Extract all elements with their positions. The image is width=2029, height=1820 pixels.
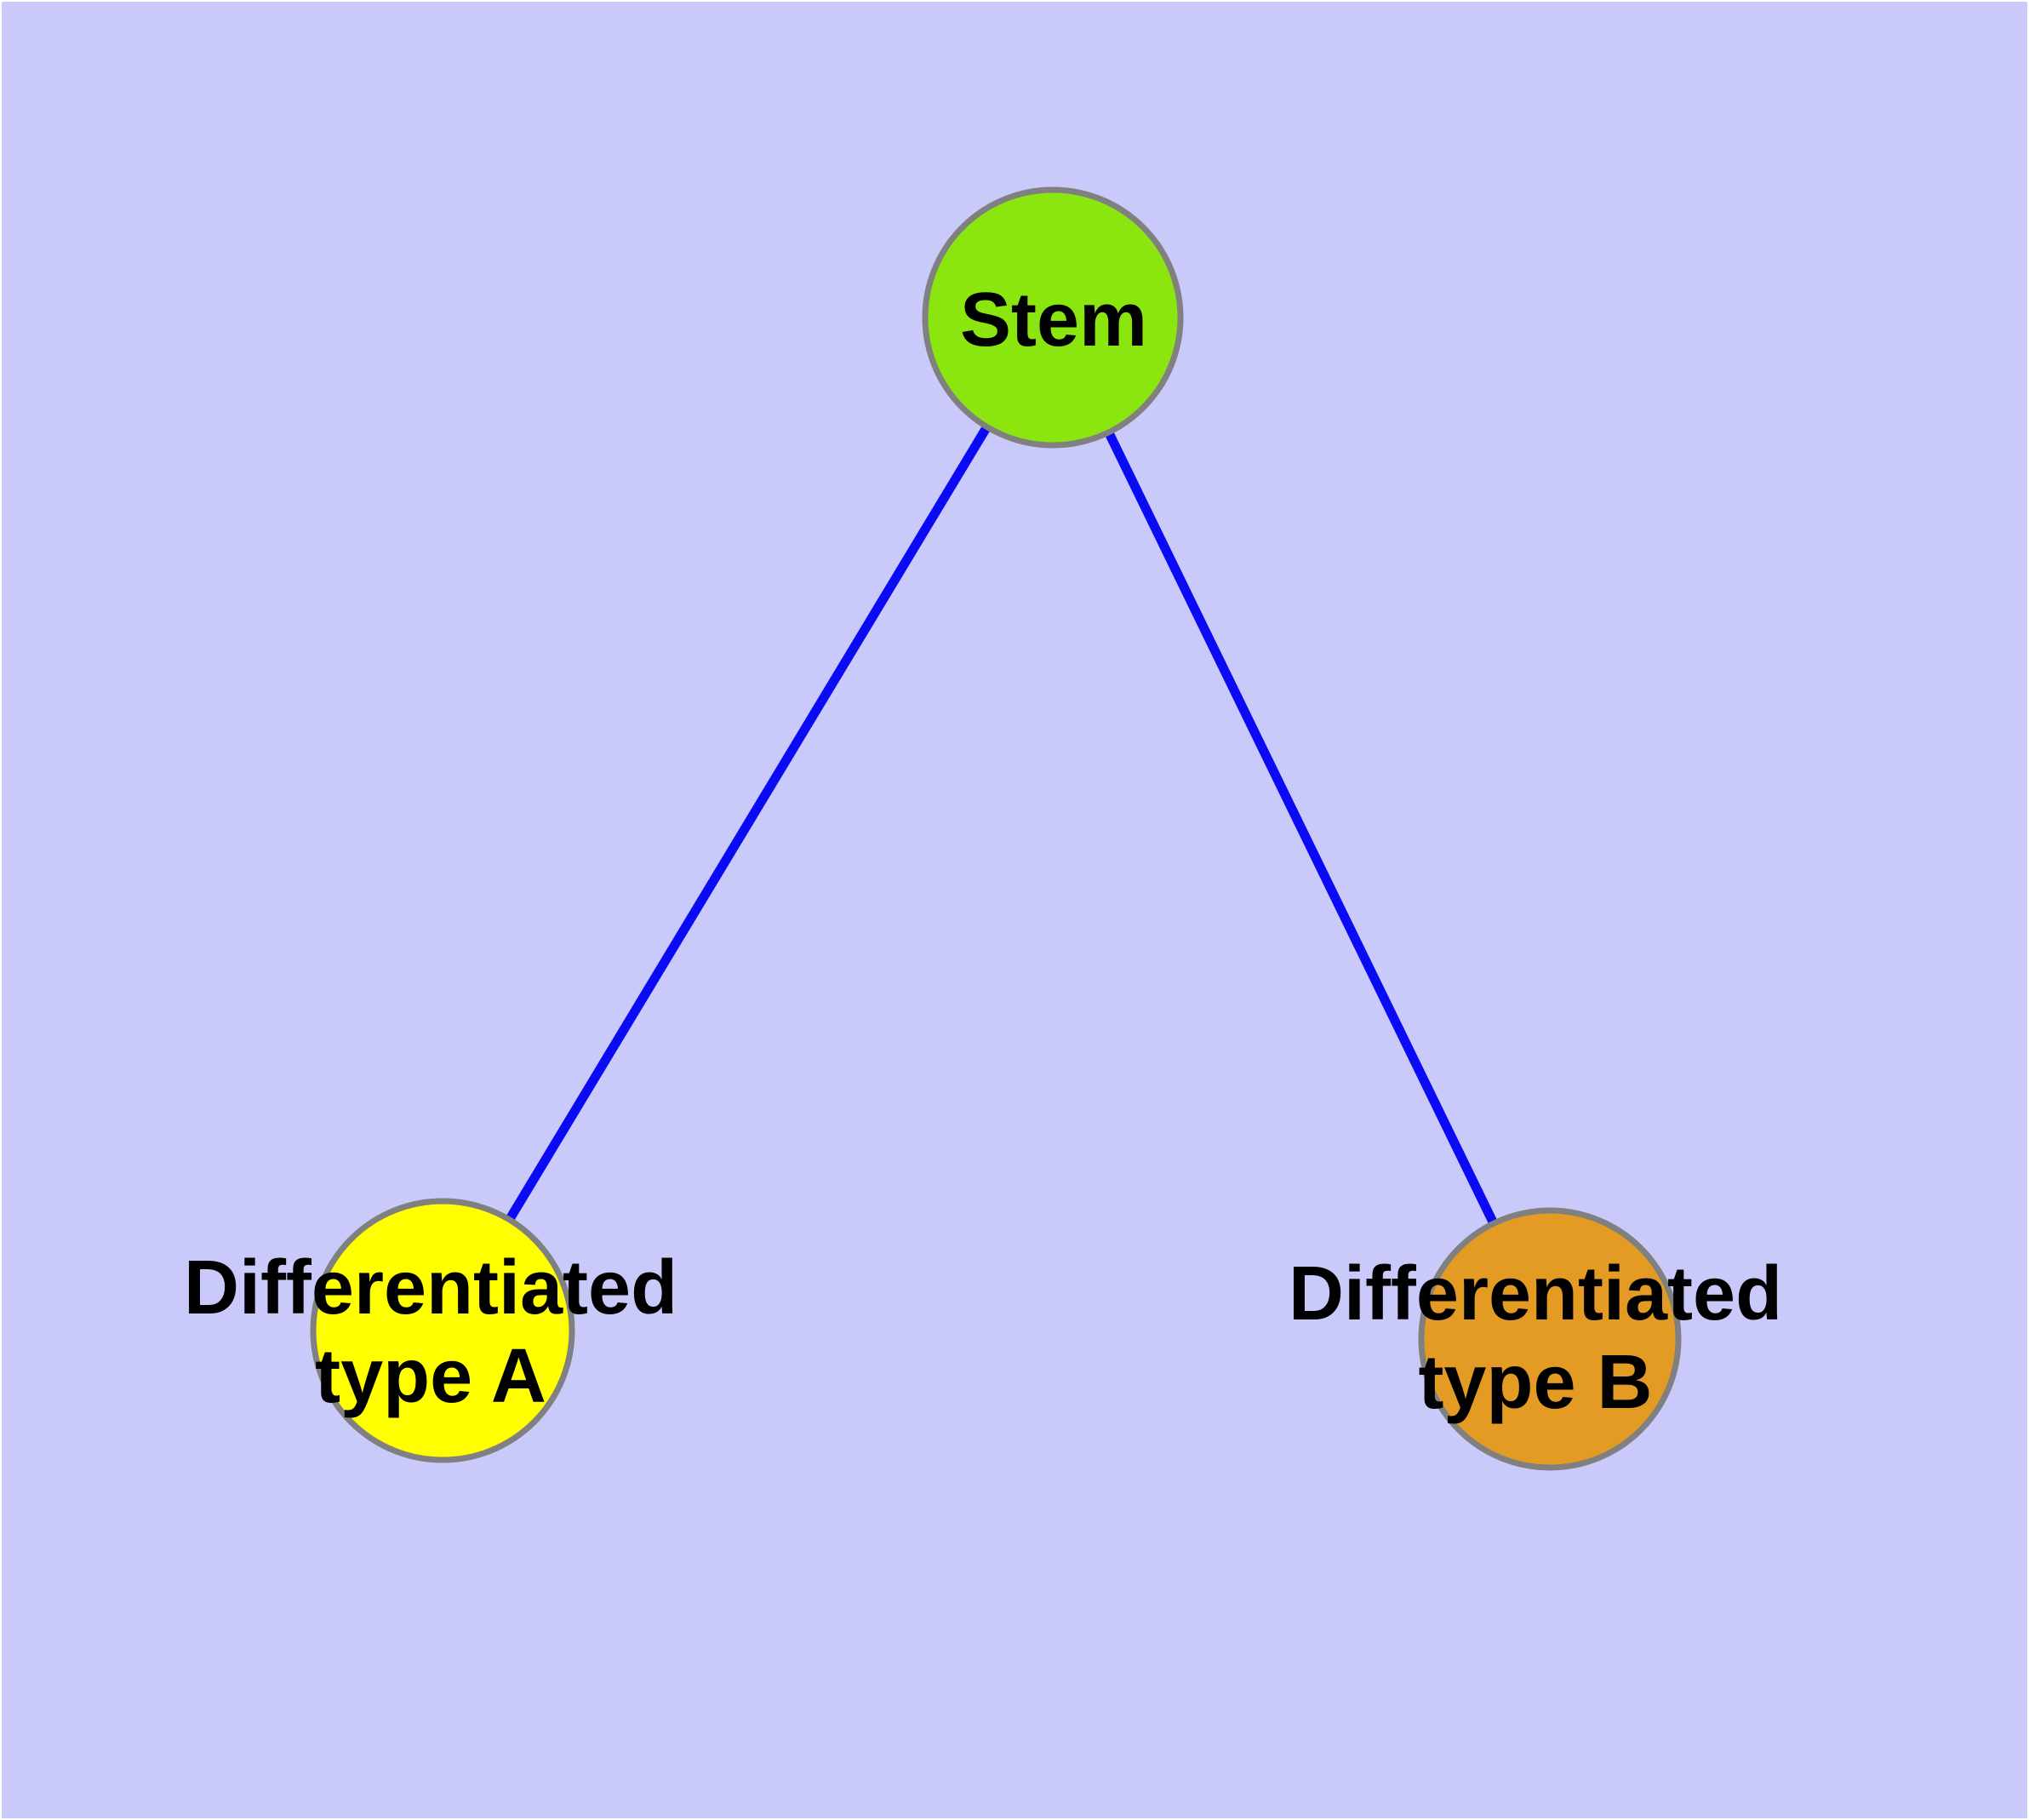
- node-stem-label: Stem: [960, 276, 1147, 364]
- node-differentiated-type-a: [310, 1198, 575, 1463]
- node-b-label-line1: Differentiated: [1288, 1251, 1783, 1336]
- node-differentiated-type-b-label: Differentiated type B: [1289, 1250, 1782, 1427]
- node-stem-label-text: Stem: [959, 278, 1148, 363]
- node-a-label-line1: Differentiated: [183, 1245, 678, 1331]
- edge-stem-to-type-a: [438, 315, 1057, 1333]
- node-stem: [922, 186, 1184, 449]
- node-differentiated-type-b: [1418, 1207, 1682, 1471]
- node-differentiated-type-a-label: Differentiated type A: [184, 1244, 677, 1421]
- node-a-label-line2: type A: [315, 1334, 546, 1419]
- node-b-label-line2: type B: [1418, 1340, 1653, 1425]
- edge-stem-to-type-b: [1049, 315, 1554, 1342]
